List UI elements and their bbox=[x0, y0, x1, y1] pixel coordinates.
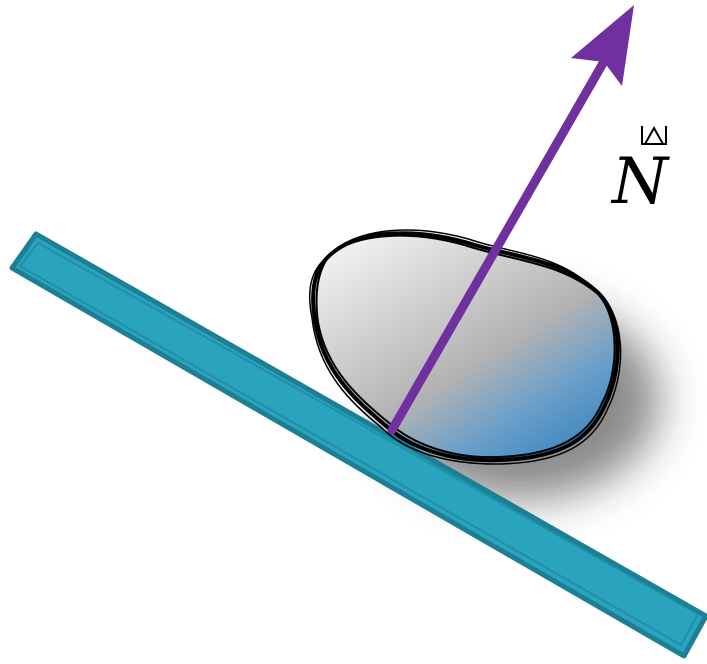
inclined-plane bbox=[9, 231, 707, 659]
normal-vector-label: N bbox=[612, 145, 668, 219]
triangle-accent-icon bbox=[641, 125, 667, 145]
normal-vector-arrow bbox=[387, 5, 634, 435]
rigid-body-blob bbox=[308, 229, 622, 465]
